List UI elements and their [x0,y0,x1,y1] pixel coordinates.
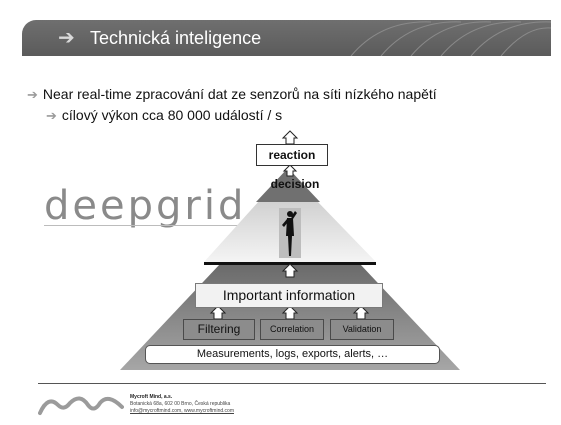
measurements-box: Measurements, logs, exports, alerts, … [145,345,440,364]
logo-underline [44,225,240,226]
mycroft-mind-logo [38,396,124,415]
bullet-2-text: cílový výkon cca 80 000 událostí / s [61,107,283,123]
arrow-right-icon: ➔ [58,27,75,49]
up-arrow-icon [282,164,298,177]
title-bar: ➔ Technická inteligence [22,20,551,56]
bullet-2: ➔ cílový výkon cca 80 000 událostí / s [46,106,282,125]
arrow-right-icon: ➔ [27,87,38,102]
up-arrow-icon [281,130,299,145]
correlation-box: Correlation [260,319,324,340]
footer-contact-link[interactable]: info@mycroftmind.com, www.mycroftmind.co… [130,408,234,414]
footer-divider [38,383,546,384]
arrow-right-icon: ➔ [46,108,57,123]
up-arrow-icon [281,263,299,278]
deepgrid-logo: deepgrid [44,183,247,229]
bullet-1: ➔ Near real-time zpracování dat ze senzor… [27,85,437,104]
decorative-swoosh-icon [350,21,551,56]
validation-box: Validation [330,319,394,340]
slide-title: Technická inteligence [90,28,262,48]
thinking-person-icon [282,211,297,256]
footer-company: Mycroft Mind, a.s. [130,394,173,400]
important-information-box: Important information [195,283,383,308]
pyramid-top-cap [256,168,320,202]
filtering-box: Filtering [183,319,255,340]
decision-label: decision [270,177,320,191]
footer-address: Botanická 68a, 602 00 Brno, Česká republ… [130,401,231,407]
bullet-1-text: Near real-time zpracování dat ze senzorů… [42,86,437,102]
reaction-label: reaction [256,144,328,166]
